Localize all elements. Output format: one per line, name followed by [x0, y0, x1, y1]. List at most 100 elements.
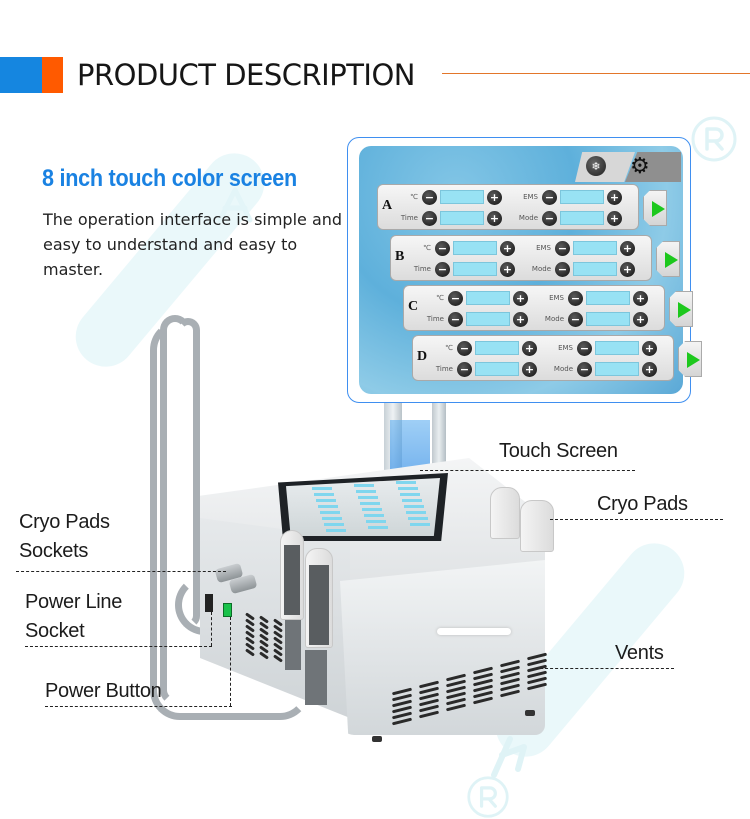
callout-line-power-line-socket: [211, 612, 212, 646]
page-title: PRODUCT DESCRIPTION: [77, 58, 416, 92]
value-field[interactable]: [475, 341, 519, 355]
setting-label: EMS: [549, 293, 564, 302]
plus-button[interactable]: +: [642, 361, 657, 377]
mini-screen-field: [314, 493, 334, 496]
setting-label: ℃: [436, 293, 444, 302]
value-field[interactable]: [586, 291, 630, 305]
screen-tabbar: [575, 152, 681, 182]
value-field[interactable]: [466, 312, 510, 326]
setting-row: Mode− +: [525, 259, 635, 279]
value-field[interactable]: [475, 362, 519, 376]
zone-panel: B℃−+Time−+EMS−+Mode−+: [390, 235, 652, 281]
plus-button[interactable]: +: [513, 311, 528, 327]
mini-screen-field: [318, 505, 338, 508]
setting-row: EMS−+: [547, 338, 657, 358]
plus-button[interactable]: +: [607, 189, 622, 205]
gear-icon[interactable]: ⚙: [630, 153, 650, 178]
play-icon: [678, 302, 691, 318]
setting-label: Time: [400, 213, 418, 222]
plus-button[interactable]: +: [500, 261, 515, 277]
value-field[interactable]: [453, 241, 497, 255]
cryo-pad: [490, 487, 520, 539]
screen-stand: [432, 398, 446, 468]
start-button[interactable]: [656, 241, 680, 277]
minus-button[interactable]: −: [448, 290, 463, 306]
setting-label: EMS: [536, 243, 551, 252]
minus-button[interactable]: −: [435, 261, 450, 277]
value-field[interactable]: [440, 211, 484, 225]
start-button[interactable]: [669, 291, 693, 327]
minus-button[interactable]: −: [568, 290, 583, 306]
mini-screen-field: [404, 505, 424, 508]
value-field[interactable]: [560, 211, 604, 225]
minus-button[interactable]: −: [555, 261, 570, 277]
plus-button[interactable]: +: [487, 210, 502, 226]
setting-row: Mode−+: [547, 359, 657, 379]
plus-button[interactable]: +: [522, 340, 537, 356]
setting-label: EMS: [523, 192, 538, 201]
mini-screen-field: [320, 511, 340, 514]
setting-label: Time: [413, 264, 431, 273]
plus-button[interactable]: +: [607, 210, 622, 226]
setting-row: Time−+: [420, 309, 528, 329]
value-field[interactable]: [560, 190, 604, 204]
power-button[interactable]: [223, 603, 232, 617]
start-button[interactable]: [643, 190, 667, 226]
setting-row: Mode−+: [512, 208, 622, 228]
callout-line-power-button: [45, 706, 232, 707]
plus-button[interactable]: +: [487, 189, 502, 205]
minus-button[interactable]: −: [457, 340, 472, 356]
watermark-registered-icon: [691, 116, 737, 162]
zone-panel: D℃−+Time−+EMS−+Mode−+: [412, 335, 674, 381]
mini-screen-field: [354, 484, 374, 487]
watermark-registered-icon: [467, 776, 509, 818]
mini-screen-field: [368, 526, 388, 529]
value-field[interactable]: [453, 262, 497, 276]
minus-button[interactable]: −: [435, 240, 450, 256]
mini-screen-field: [362, 508, 382, 511]
cryo-tube: [150, 320, 310, 720]
plus-button[interactable]: +: [633, 290, 648, 306]
minus-button[interactable]: −: [555, 240, 570, 256]
plus-button[interactable]: +: [522, 361, 537, 377]
mini-screen-field: [400, 493, 420, 496]
plus-button[interactable]: +: [513, 290, 528, 306]
minus-button[interactable]: −: [422, 210, 437, 226]
minus-button[interactable]: −: [568, 311, 583, 327]
minus-button[interactable]: −: [422, 189, 437, 205]
value-field[interactable]: [595, 362, 639, 376]
play-icon: [665, 252, 678, 268]
callout-power-line-socket-line2: Socket: [25, 620, 85, 642]
plus-button[interactable]: +: [620, 261, 635, 277]
minus-button[interactable]: −: [577, 340, 592, 356]
plus-button[interactable]: +: [620, 240, 635, 256]
plus-button[interactable]: +: [500, 240, 515, 256]
minus-button[interactable]: −: [448, 311, 463, 327]
setting-label: Time: [435, 364, 453, 373]
mini-screen-field: [410, 523, 430, 526]
setting-label: Mode: [531, 264, 551, 273]
zone-panel: A℃−+Time−+EMS−+Mode−+: [377, 184, 639, 230]
mini-screen-field: [356, 490, 376, 493]
plus-button[interactable]: +: [633, 311, 648, 327]
value-field[interactable]: [586, 312, 630, 326]
value-field[interactable]: [573, 262, 617, 276]
cryo-pad-surface: [284, 545, 300, 615]
mini-screen-field: [324, 523, 344, 526]
minus-button[interactable]: −: [577, 361, 592, 377]
minus-button[interactable]: −: [457, 361, 472, 377]
start-button[interactable]: [678, 341, 702, 377]
minus-button[interactable]: −: [542, 189, 557, 205]
plus-button[interactable]: +: [642, 340, 657, 356]
zone-panel: C℃−+Time−+EMS−+Mode−+: [403, 285, 665, 331]
mini-screen-field: [396, 481, 416, 484]
value-field[interactable]: [466, 291, 510, 305]
value-field[interactable]: [595, 341, 639, 355]
mini-screen-field: [316, 499, 336, 502]
minus-button[interactable]: −: [542, 210, 557, 226]
cryo-pad: [520, 500, 554, 552]
snowflake-icon[interactable]: ❄: [586, 156, 606, 176]
value-field[interactable]: [440, 190, 484, 204]
callout-line-cryo-pads-sockets: [16, 571, 226, 572]
value-field[interactable]: [573, 241, 617, 255]
